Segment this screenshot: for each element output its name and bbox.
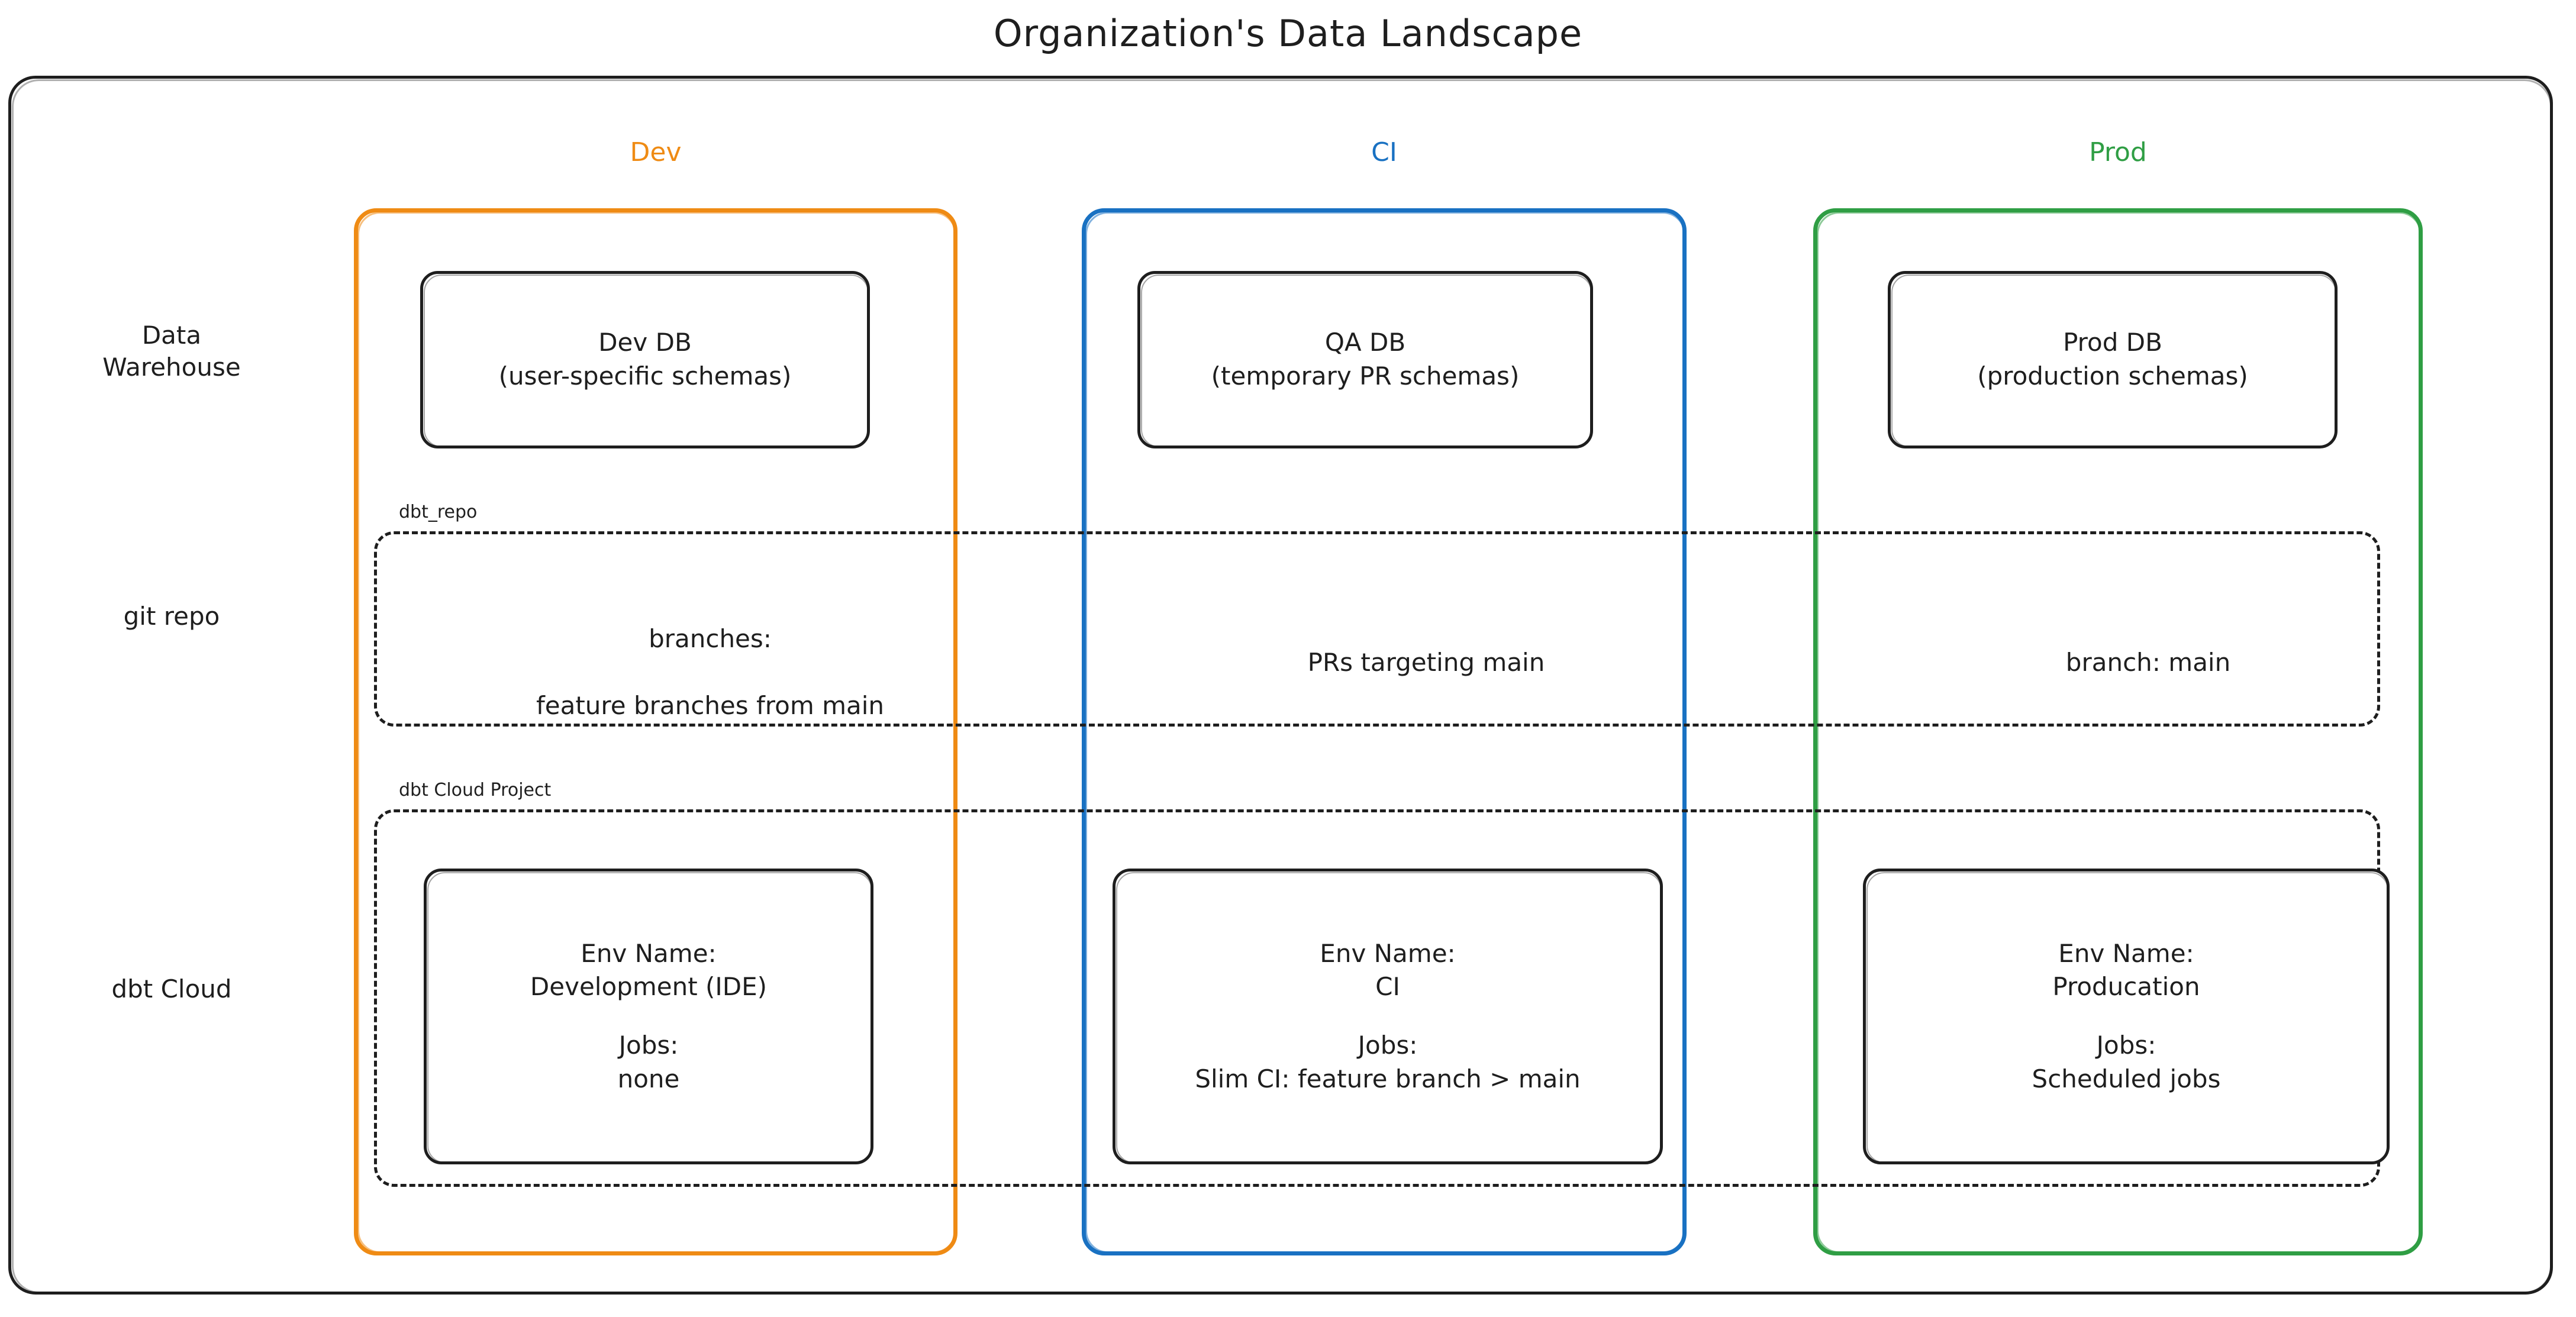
group-label-dbt-repo: dbt_repo bbox=[393, 502, 483, 522]
node-ci-git-prs-title: PRs targeting main bbox=[1307, 647, 1545, 677]
node-ci-env-name-value: CI bbox=[1375, 972, 1400, 1002]
node-prod-env-name-value: Producation bbox=[2052, 972, 2200, 1002]
node-dev-jobs-value: none bbox=[617, 1064, 680, 1093]
node-prod-db-title: Prod DB bbox=[2063, 328, 2162, 357]
node-qa-db-subtitle: (temporary PR schemas) bbox=[1211, 361, 1520, 390]
row-label-dbt-cloud: dbt Cloud bbox=[111, 974, 232, 1003]
node-prod-db-subtitle: (production schemas) bbox=[1977, 361, 2248, 390]
group-container-dbt-repo[interactable] bbox=[374, 531, 2380, 727]
node-dev-db-title: Dev DB bbox=[598, 328, 692, 357]
node-dev-env-name-label: Env Name: bbox=[581, 938, 717, 968]
node-ci-dbt-cloud-env[interactable]: Env Name: CI Jobs: Slim CI: feature bran… bbox=[1113, 869, 1663, 1164]
group-label-dbt-cloud-project: dbt Cloud Project bbox=[393, 780, 557, 800]
node-dev-git-branches-title: branches: bbox=[649, 624, 772, 653]
node-ci-jobs-label: Jobs: bbox=[1358, 1031, 1418, 1060]
node-prod-git-branch: branch: main bbox=[1852, 612, 2444, 713]
node-qa-db[interactable]: QA DB (temporary PR schemas) bbox=[1137, 271, 1593, 448]
environment-column-prod-sketch-stroke bbox=[1817, 212, 2422, 1253]
node-prod-git-branch-title: branch: main bbox=[2065, 647, 2231, 677]
node-prod-db[interactable]: Prod DB (production schemas) bbox=[1888, 271, 2338, 448]
node-dev-env-name-value: Development (IDE) bbox=[530, 972, 768, 1002]
diagram-outer-frame-sketch-stroke bbox=[12, 79, 2552, 1293]
diagram-outer-frame bbox=[8, 76, 2553, 1295]
environment-label-ci: CI bbox=[1371, 137, 1397, 167]
node-ci-jobs-value: Slim CI: feature branch > main bbox=[1195, 1064, 1581, 1093]
environment-label-dev: Dev bbox=[630, 137, 682, 167]
node-qa-db-title: QA DB bbox=[1324, 328, 1406, 357]
node-prod-env-name-label: Env Name: bbox=[2058, 938, 2194, 968]
node-dev-db-subtitle: (user-specific schemas) bbox=[498, 361, 792, 390]
node-dev-jobs-label: Jobs: bbox=[618, 1031, 679, 1060]
node-ci-env-name-label: Env Name: bbox=[1320, 938, 1456, 968]
node-dev-db[interactable]: Dev DB (user-specific schemas) bbox=[420, 271, 870, 448]
node-ci-git-prs: PRs targeting main bbox=[1113, 612, 1740, 713]
row-label-git-repo: git repo bbox=[123, 602, 220, 631]
node-dev-git-branches-detail: feature branches from main bbox=[536, 691, 885, 721]
environment-column-ci-sketch-stroke bbox=[1085, 212, 1685, 1253]
environment-column-dev-sketch-stroke bbox=[357, 212, 956, 1253]
node-prod-jobs-label: Jobs: bbox=[2096, 1031, 2156, 1060]
environment-label-prod: Prod bbox=[2089, 137, 2147, 167]
row-label-data-warehouse: Data Warehouse bbox=[102, 321, 241, 382]
node-prod-dbt-cloud-env[interactable]: Env Name: Producation Jobs: Scheduled jo… bbox=[1863, 869, 2390, 1164]
node-dev-dbt-cloud-env[interactable]: Env Name: Development (IDE) Jobs: none bbox=[424, 869, 873, 1164]
node-dev-git-branches: branches: feature branches from main bbox=[379, 589, 1042, 756]
page-title: Organization's Data Landscape bbox=[993, 12, 1583, 55]
node-prod-jobs-value: Scheduled jobs bbox=[2032, 1064, 2221, 1093]
